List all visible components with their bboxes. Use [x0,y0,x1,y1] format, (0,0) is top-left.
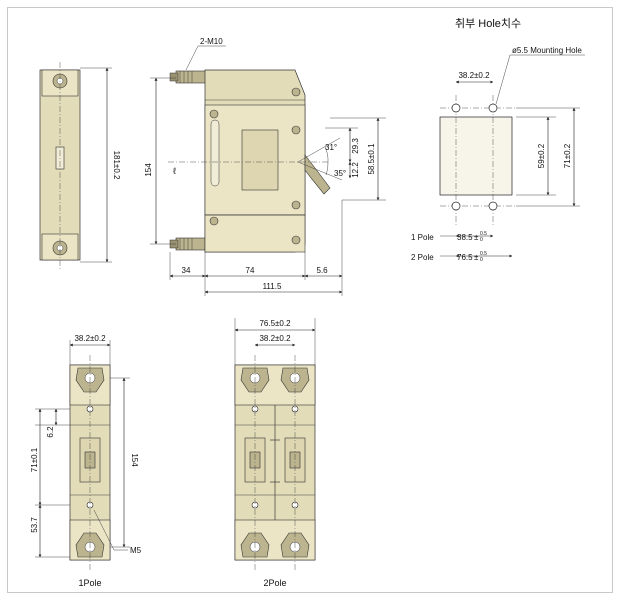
hole-view: ø5.5 Mounting Hole 38.2±0.2 59±0.2 71±0.… [411,46,585,263]
hole-view-row1-tol-upper: 0.5 [480,231,487,237]
pole1-view: 38.2±0.2 6.2 71±0.1 53.7 154 M5 1Pole [30,334,142,588]
hole-view-dim-top: 38.2±0.2 [458,71,490,80]
pole1-caption: 1Pole [78,578,101,588]
hole-view-hole-label: ø5.5 Mounting Hole [512,46,582,55]
side-view-dim-total: 111.5 [263,282,282,291]
side-view: ℓ 31° 35° 2-M10 154 29.3 12.2 58.5±0.1 [144,37,386,296]
hole-view-hole [488,201,498,211]
pole2-caption: 2Pole [263,578,286,588]
pole1-dim-top: 38.2±0.2 [74,334,106,343]
hole-view-row2-tol-upper: 0.5 [480,251,487,257]
pole2-dim-outer: 76.5±0.2 [259,319,291,328]
side-view-dim-mid: 74 [246,266,255,275]
side-view-dim-height: 154 [144,163,153,177]
hole-view-row2-tol-prefix: ± [474,253,479,262]
title: 취부 Hole치수 [455,17,521,30]
hole-view-hole [488,103,498,113]
pole1-m5-label: M5 [130,546,142,555]
hole-view-row1-label: 1 Pole [411,233,434,242]
side-view-angle-bottom: 35° [334,169,346,178]
hole-view-row1-tol-lower: 0 [480,237,483,243]
pole1-dim-6: 6.2 [46,426,55,438]
end-view-dim-height: 181±0.2 [112,151,121,180]
hole-view-plate [439,116,513,196]
hole-view-dim-59: 59±0.2 [537,143,546,168]
pole1-dim-154: 154 [130,453,139,467]
end-view: 181±0.2 [39,62,121,270]
hole-view-row2-tol-lower: 0 [480,257,483,263]
side-view-dim-12: 12.2 [351,162,360,178]
side-view-dim-29: 29.3 [351,138,360,154]
hole-view-dim-71: 71±0.2 [563,143,572,168]
pole1-dim-71: 71±0.1 [30,447,39,472]
hole-view-hole [451,103,461,113]
pole2-view: 76.5±0.2 38.2±0.2 2Pole [234,318,316,588]
side-view-thread-label: 2-M10 [200,37,223,46]
hole-view-row2-value: 76.5 [457,253,473,262]
hole-view-hole [451,201,461,211]
side-view-handle [304,154,331,195]
pole1-dim-53: 53.7 [30,517,39,533]
side-view-window [241,129,279,191]
hole-view-row2-label: 2 Pole [411,253,434,262]
side-view-dim-58: 58.5±0.1 [367,143,376,175]
side-view-angle-top: 31° [325,143,337,152]
hole-view-row1-tol-prefix: ± [474,233,479,242]
pole2-dim-inner: 38.2±0.2 [259,334,291,343]
side-view-dim-right: 5.6 [316,266,328,275]
side-view-dim-left: 34 [182,266,191,275]
side-view-cl-label: ℓ [173,166,177,176]
hole-view-row1-value: 38.5 [457,233,473,242]
